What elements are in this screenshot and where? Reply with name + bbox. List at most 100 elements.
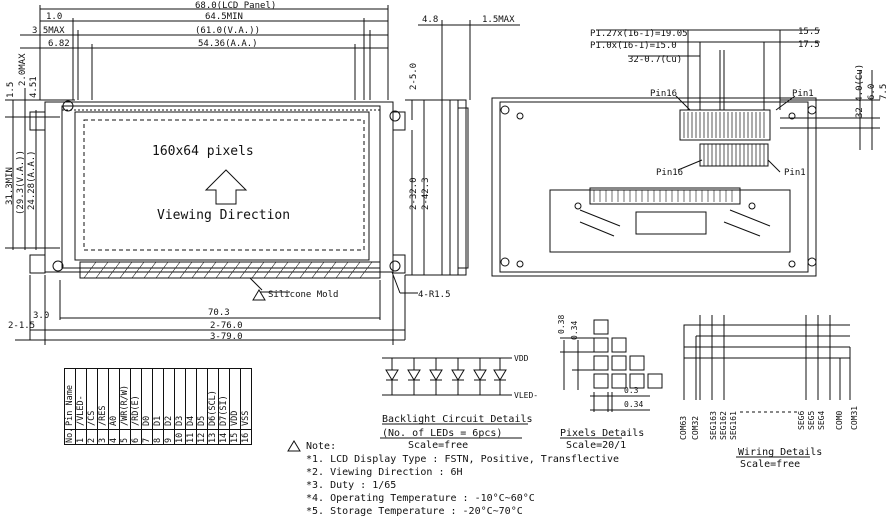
pin-no-12: 12 xyxy=(196,429,208,445)
dim-32-07: 32-0.7(Cu) xyxy=(628,55,682,65)
pin-table-header-name: Pin Name xyxy=(64,368,76,430)
pin-name-5: /WR(R/W) xyxy=(119,368,131,430)
back-view xyxy=(491,29,880,277)
pin-name-4: A0 xyxy=(108,368,120,430)
pin-no-11: 11 xyxy=(185,429,197,445)
pin-no-6: 6 xyxy=(130,429,142,445)
dim-2-42-3: 2-42.3 xyxy=(421,177,431,210)
wire-label-com31: COM31 xyxy=(850,406,859,430)
pin-no-8: 8 xyxy=(152,429,164,445)
pin1-bottom-label: Pin1 xyxy=(784,168,806,178)
dim-24-28aa: 24.28(A.A.) xyxy=(27,150,37,210)
wire-label-seg4: SEG4 xyxy=(817,411,826,430)
pin-name-2: /CS xyxy=(86,368,98,430)
vled-label: VLED- xyxy=(514,391,538,400)
pin-no-1: 1 xyxy=(75,429,87,445)
dim-aa-width: 54.36(A.A.) xyxy=(198,39,258,49)
pin-assignment-table: Pin Name /VLED- /CS /RES A0 /WR(R/W) /RD… xyxy=(64,368,252,445)
dim-2-5-0: 2-5.0 xyxy=(409,63,419,90)
note-2: *2. Viewing Direction : 6H xyxy=(306,467,463,478)
dim-6-82: 6.82 xyxy=(48,39,70,49)
pin-name-12: D5 xyxy=(196,368,208,430)
pin-no-9: 9 xyxy=(163,429,175,445)
backlight-circuit xyxy=(380,357,528,439)
dim-r1-5: 4-R1.5 xyxy=(418,290,451,300)
pin-no-13: 13 xyxy=(207,429,219,445)
pin1-top-label: Pin1 xyxy=(792,89,814,99)
dim-pitch-10: P1.0x(16-1)=15.0 xyxy=(590,41,677,51)
pin-name-9: D2 xyxy=(163,368,175,430)
dim-min-width: 64.5MIN xyxy=(205,12,243,22)
pin-no-5: 5 xyxy=(119,429,131,445)
dim-2-32: 2-32.0 xyxy=(409,177,419,210)
dim-1-5: 1.5 xyxy=(6,82,16,98)
dim-3-0: 3.0 xyxy=(33,311,49,321)
note-4: *4. Operating Temperature : -10°C~60°C xyxy=(306,493,535,504)
dim-15-5: 15.5 xyxy=(798,27,820,37)
pin-name-16: VSS xyxy=(240,368,252,430)
pixel-dim-038: 0.38 xyxy=(557,315,566,334)
pixel-scale: Scale=20/1 xyxy=(566,440,626,451)
pin-no-10: 10 xyxy=(174,429,186,445)
dim-lcd-panel: 68.0(LCD Panel) xyxy=(195,1,276,11)
backlight-subtitle: (No. of LEDs = 6pcs) xyxy=(382,428,502,439)
pin-name-13: D6(SCL) xyxy=(207,368,219,430)
front-view xyxy=(5,5,418,345)
dim-2-0max: 2.0MAX xyxy=(18,53,28,86)
dim-29-3va: (29.3(V.A.)) xyxy=(16,150,26,215)
pin-no-14: 14 xyxy=(218,429,230,445)
pixel-count-label: 160x64 pixels xyxy=(152,144,254,159)
dim-31-3min: 31.3MIN xyxy=(5,167,15,205)
note-3: *3. Duty : 1/65 xyxy=(306,480,397,491)
backlight-title: Backlight Circuit Details xyxy=(382,414,533,425)
pixel-title: Pixels Details xyxy=(560,428,644,439)
note-5: *5. Storage Temperature : -20°C~70°C xyxy=(306,506,523,517)
wire-label-seg5: SEG5 xyxy=(807,411,816,430)
dim-7-5: 7.5 xyxy=(879,84,889,100)
pin-name-14: D7(SI) xyxy=(218,368,230,430)
pixel-dim-034: 0.34 xyxy=(570,321,579,340)
dim-79: 3-79.0 xyxy=(210,332,243,342)
dim-3-5max: 3.5MAX xyxy=(32,26,65,36)
wiring-scale: Scale=free xyxy=(740,459,800,470)
pixel-dim-034b: 0.34 xyxy=(624,400,643,409)
pixel-detail xyxy=(560,319,663,439)
pin-name-10: D3 xyxy=(174,368,186,430)
pin16-top-label: Pin16 xyxy=(650,89,677,99)
notes-block: Note: *1. LCD Display Type : FSTN, Posit… xyxy=(288,440,619,518)
wire-label-com32: COM32 xyxy=(691,416,700,440)
pin-table-names-row: Pin Name /VLED- /CS /RES A0 /WR(R/W) /RD… xyxy=(64,368,252,430)
pin16-bottom-label: Pin16 xyxy=(656,168,683,178)
wire-label-seg163: SEG163 xyxy=(709,411,718,440)
dim-4-51: 4.51 xyxy=(29,76,39,98)
viewing-direction-label: Viewing Direction xyxy=(157,208,290,223)
pin-no-15: 15 xyxy=(229,429,241,445)
pin-name-7: D0 xyxy=(141,368,153,430)
dim-76: 2-76.0 xyxy=(210,321,243,331)
dim-1-0: 1.0 xyxy=(46,12,62,22)
dim-32-4cu: 32-4.0(Cu) xyxy=(855,64,865,118)
wire-label-seg162: SEG162 xyxy=(719,411,728,440)
silicone-mold-label: Silicone Mold xyxy=(268,290,338,300)
wire-label-seg161: SEG161 xyxy=(729,411,738,440)
wire-label-seg6: SEG6 xyxy=(797,411,806,430)
note-1: *1. LCD Display Type : FSTN, Positive, T… xyxy=(306,454,620,465)
dim-2-1-5: 2-1.5 xyxy=(8,321,35,331)
pin-no-4: 4 xyxy=(108,429,120,445)
pin-no-16: 16 xyxy=(240,429,252,445)
pin-name-3: /RES xyxy=(97,368,109,430)
dim-70-3: 70.3 xyxy=(208,308,230,318)
pin-name-1: /VLED- xyxy=(75,368,87,430)
dim-17-5: 17.5 xyxy=(798,40,820,50)
pin-name-8: D1 xyxy=(152,368,164,430)
dim-4-8: 4.8 xyxy=(422,15,438,25)
pin-no-7: 7 xyxy=(141,429,153,445)
dim-pitch-127: P1.27x(16-1)=19.05 xyxy=(590,29,688,39)
dim-1-5max: 1.5MAX xyxy=(482,15,515,25)
wiring-detail xyxy=(683,315,851,458)
vdd-label: VDD xyxy=(514,354,529,363)
pin-table-header-no: No. xyxy=(64,427,76,445)
pin-table-numbers-row: No. 1 2 3 4 5 6 7 8 9 10 11 12 13 14 15 … xyxy=(64,427,252,445)
dim-6-0: 6.0 xyxy=(867,84,877,100)
